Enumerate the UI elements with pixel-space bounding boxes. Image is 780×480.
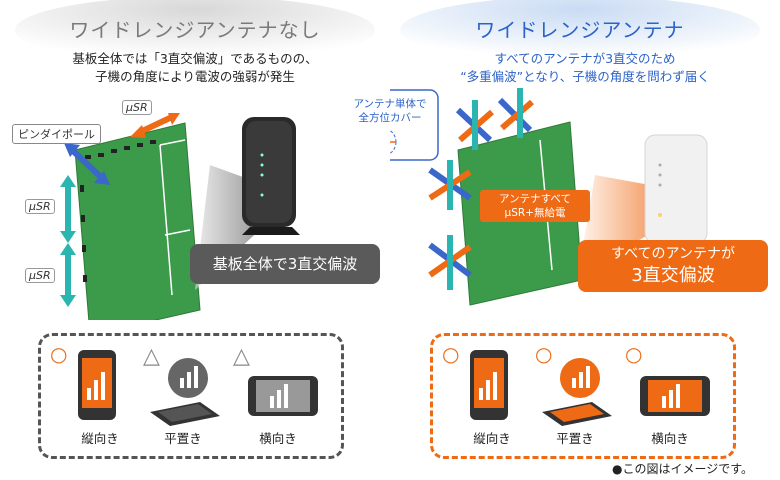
phone-portrait-icon <box>470 350 508 420</box>
bubble-line2: 全方位カバー <box>358 112 422 124</box>
right-phones <box>470 350 710 426</box>
multi-polarization-arrows-icon <box>428 88 534 290</box>
right-orientation-box <box>430 333 736 459</box>
left-title: ワイドレンジアンテナなし <box>69 18 321 42</box>
circle-icon: ○ <box>442 342 460 366</box>
right-callout-line1: すべてのアンテナが <box>611 246 735 262</box>
phone-landscape-icon <box>248 376 318 416</box>
left-orientation-box <box>38 333 344 459</box>
phone-landscape-icon <box>640 376 710 416</box>
orientation-label: 縦向き <box>473 431 511 446</box>
musr-label: μSR <box>25 199 55 214</box>
triangle-icon: △ <box>143 344 160 369</box>
left-phones <box>78 350 318 426</box>
circle-icon: ○ <box>50 342 68 366</box>
left-callout: 基板全体で3直交偏波 <box>190 244 380 284</box>
coverage-bubble <box>390 89 439 161</box>
teal-arrow-icon <box>60 175 76 243</box>
triangle-icon: △ <box>233 344 250 369</box>
left-panel-background <box>15 0 375 64</box>
orange-arrow-icon <box>130 113 180 138</box>
phone-portrait-icon <box>78 350 116 420</box>
circle-icon: ○ <box>625 342 643 366</box>
musr-label: μSR <box>122 100 152 115</box>
board-label-line2: μSR+無給電 <box>504 207 566 219</box>
right-desc-line2: “多重偏波”となり、子機の角度を問わず届く <box>460 69 710 84</box>
right-desc-line1: すべてのアンテナが3直交のため <box>494 51 676 66</box>
left-desc-line1: 基板全体では「3直交偏波」であるものの、 <box>72 51 318 66</box>
bubble-line1: アンテナ単体で <box>353 98 427 110</box>
omnidirectional-icon <box>390 129 397 155</box>
right-callout-line2: 3直交偏波 <box>631 265 715 286</box>
board-label-line1: アンテナすべて <box>499 193 571 205</box>
router-white <box>644 134 708 244</box>
musr-label: μSR <box>25 268 55 283</box>
circle-icon: ○ <box>535 342 553 366</box>
right-panel-background <box>400 0 760 64</box>
orientation-label: 横向き <box>651 431 689 446</box>
left-diagram <box>60 113 300 320</box>
circuit-board <box>74 122 201 320</box>
footer-note: ●この図はイメージです。 <box>612 462 754 476</box>
orientation-label: 縦向き <box>81 431 119 446</box>
right-title: ワイドレンジアンテナ <box>475 18 685 42</box>
orientation-label: 横向き <box>259 431 297 446</box>
left-desc-line2: 子機の角度により電波の強弱が発生 <box>95 69 295 84</box>
phone-flat-icon <box>542 358 612 426</box>
phone-flat-icon <box>150 358 220 426</box>
orientation-label: 平置き <box>164 431 202 446</box>
teal-arrow-icon <box>60 243 76 307</box>
router-black <box>242 117 300 235</box>
orientation-label: 平置き <box>556 431 594 446</box>
blue-arrow-icon <box>64 143 110 185</box>
pin-dipole-label: ピンダイポール <box>12 124 101 144</box>
